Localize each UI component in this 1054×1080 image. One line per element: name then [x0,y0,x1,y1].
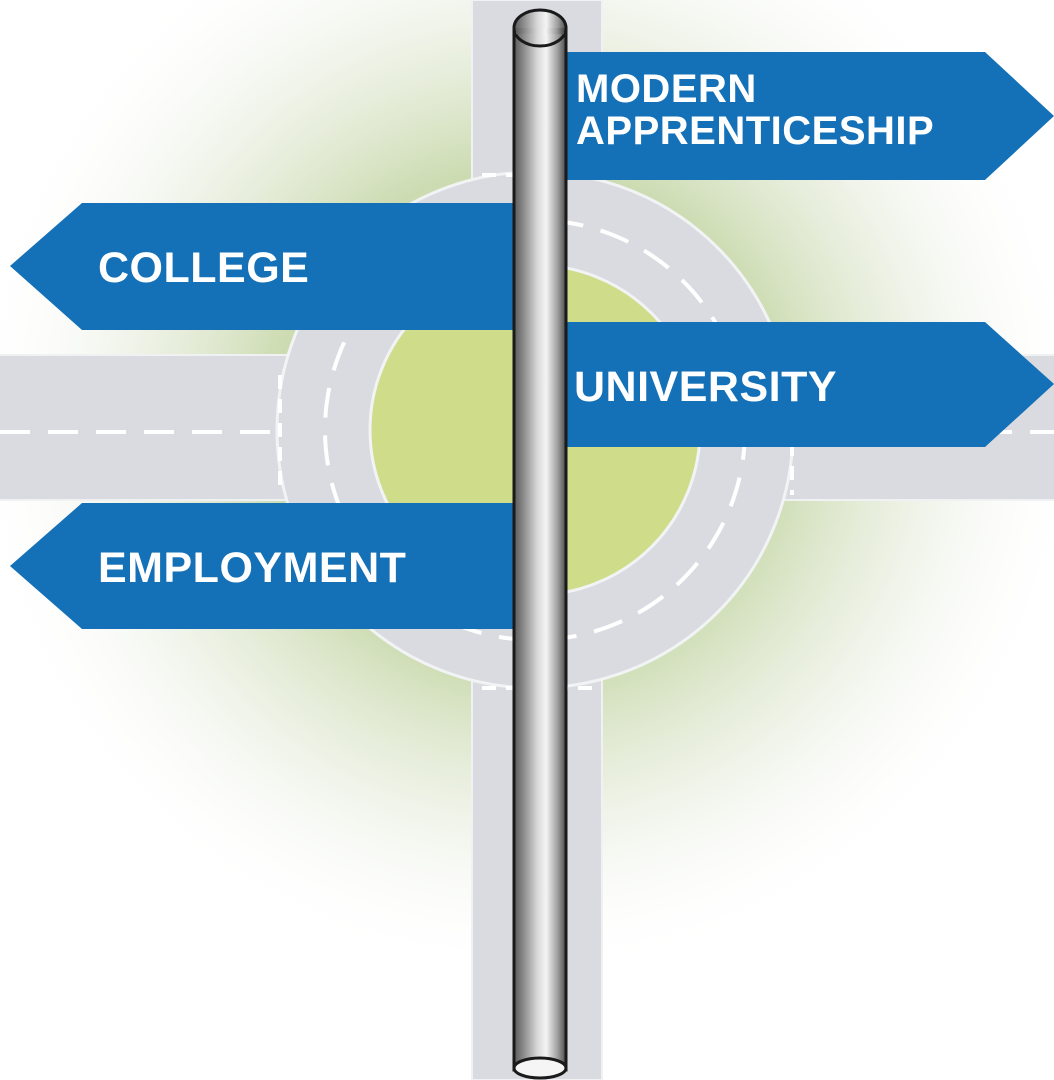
sign-pole [512,8,568,1080]
college-sign [10,203,520,330]
modern-apprenticeship-label: MODERN APPRENTICESHIP [576,67,935,153]
employment-label: EMPLOYMENT [98,544,407,592]
university-sign [551,322,1054,447]
modern-apprenticeship-sign [565,52,1054,180]
employment-sign [10,503,515,629]
college-label: COLLEGE [98,244,310,292]
university-label: UNIVERSITY [574,363,838,411]
